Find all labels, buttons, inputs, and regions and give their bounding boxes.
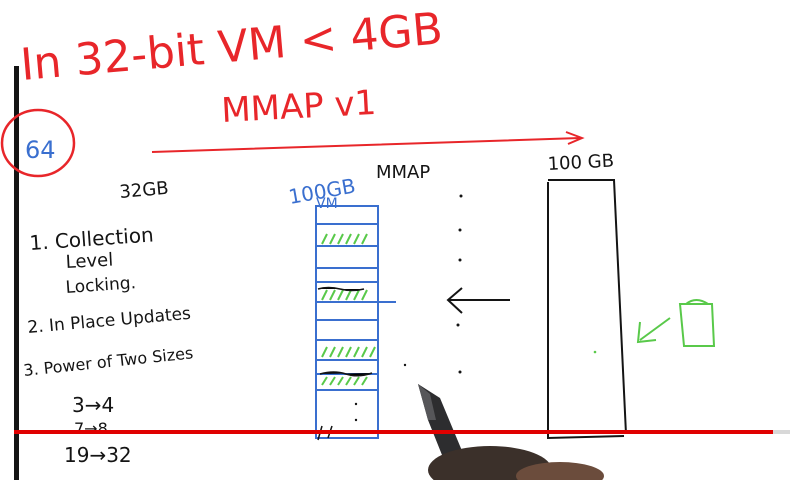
note-item-1-line-3: Locking. bbox=[65, 273, 137, 298]
disk-size-label: 100 GB bbox=[547, 151, 614, 175]
board-left-edge bbox=[14, 66, 19, 480]
circle-annotation bbox=[0, 108, 76, 178]
heading-underline-arrow bbox=[151, 131, 585, 153]
mapping-dots bbox=[354, 194, 463, 422]
subtitle-text: MMAP v1 bbox=[220, 83, 377, 131]
note-item-3: 3. Power of Two Sizes bbox=[22, 343, 194, 380]
disk-column bbox=[547, 179, 627, 440]
mmap-label: MMAP bbox=[376, 162, 430, 183]
size-example-3: 19→32 bbox=[64, 443, 132, 467]
disk-dot bbox=[593, 350, 597, 354]
memory-label: 32GB bbox=[119, 178, 170, 203]
size-example-2: 7→8 bbox=[74, 419, 108, 438]
circled-number: 64 bbox=[25, 136, 56, 164]
video-progress-fill bbox=[14, 430, 773, 434]
mapping-arrow bbox=[446, 287, 510, 314]
vm-mapped-blocks bbox=[321, 233, 376, 386]
note-item-1-line-2: Level bbox=[65, 250, 114, 273]
trash-can-icon bbox=[636, 299, 716, 347]
vm-label: VM bbox=[316, 196, 338, 212]
vm-block-outlines bbox=[317, 286, 373, 441]
size-example-1: 3→4 bbox=[72, 393, 114, 417]
note-item-2: 2. In Place Updates bbox=[27, 304, 192, 338]
title-text: In 32-bit VM < 4GB bbox=[19, 3, 445, 91]
